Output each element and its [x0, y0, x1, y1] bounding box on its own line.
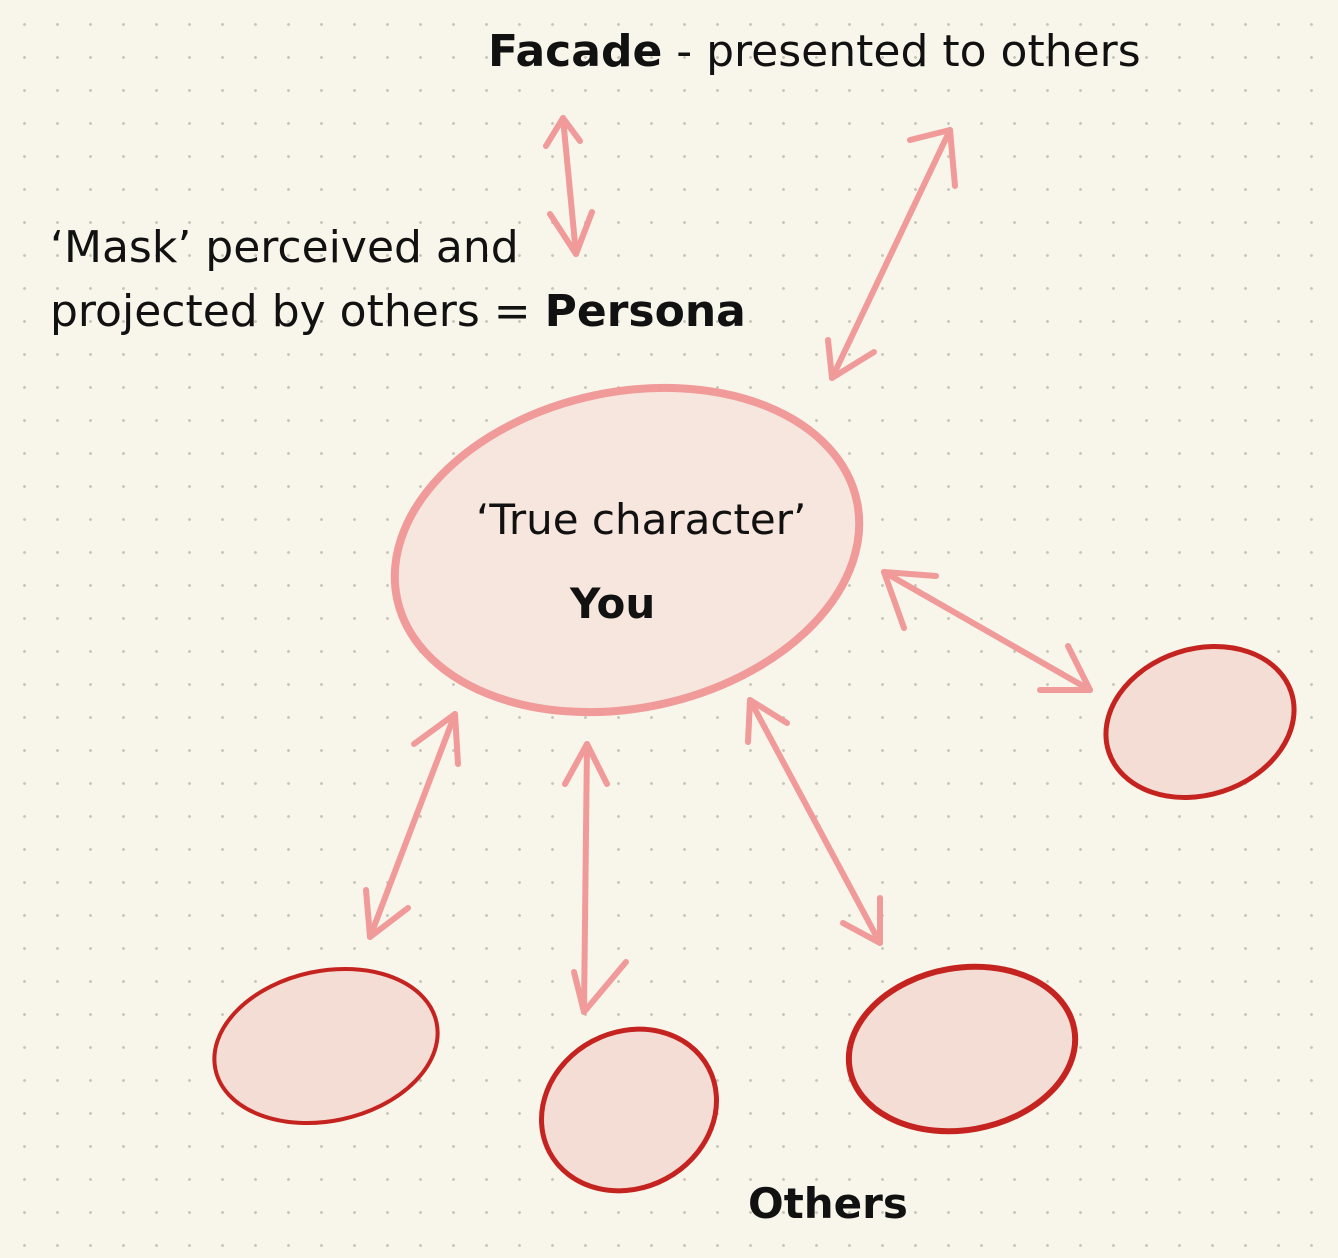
- persona-label: ‘Mask’ perceived and projected by others …: [50, 216, 746, 344]
- facade-title: Facade: [488, 26, 663, 77]
- relation-arrow: [881, 569, 1093, 693]
- true-character-caption: ‘True character’: [476, 495, 807, 544]
- other-person-ellipse: [1103, 644, 1297, 800]
- other-person-ellipse: [212, 966, 440, 1126]
- facade-description: - presented to others: [662, 26, 1141, 77]
- persona-arrow: [825, 127, 958, 381]
- relation-arrow: [562, 741, 629, 1015]
- other-person-ellipse: [539, 1026, 719, 1194]
- others-label: Others: [748, 1179, 908, 1228]
- facade-label: Facade - presented to others: [488, 20, 1141, 84]
- persona-line-2: projected by others =: [50, 285, 545, 337]
- relation-arrow: [745, 697, 883, 946]
- facade-arrow: [543, 115, 595, 257]
- you-label: You: [570, 579, 656, 628]
- relation-arrow: [363, 711, 461, 940]
- true-character-ellipse: [390, 383, 864, 717]
- persona-line-1: ‘Mask’ perceived and: [50, 222, 519, 273]
- other-person-ellipse: [845, 963, 1079, 1135]
- persona-keyword: Persona: [544, 285, 746, 337]
